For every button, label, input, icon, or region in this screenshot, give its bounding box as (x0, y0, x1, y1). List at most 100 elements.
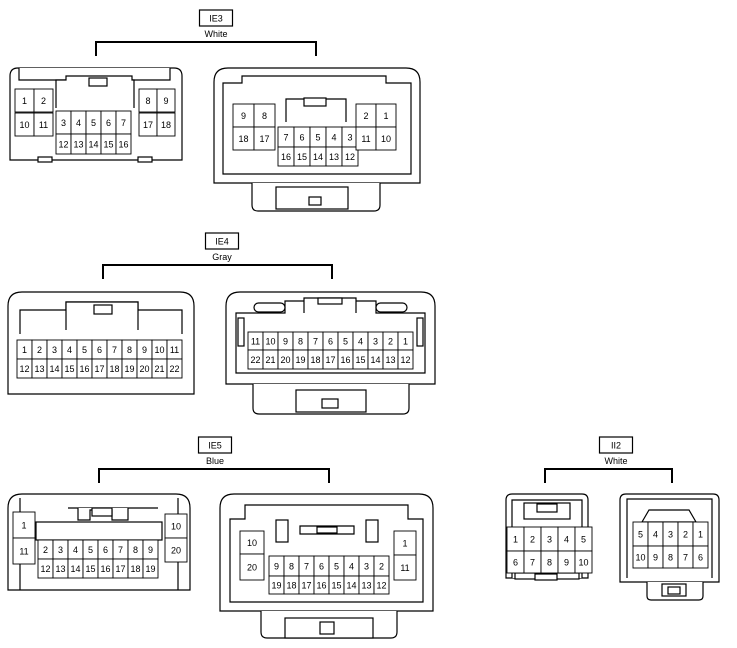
pin-number: 2 (41, 96, 46, 106)
pin-number: 15 (331, 580, 341, 590)
pin-number: 13 (385, 355, 395, 365)
pin-number: 16 (118, 139, 128, 149)
pin-cell: 1 (375, 103, 397, 128)
pin-cell: 18 (156, 112, 176, 137)
pin-cell: 8 (127, 539, 144, 560)
pin-cell: 15 (82, 558, 99, 579)
pin-cell: 10 (375, 126, 397, 151)
connector-id: IE3 (209, 14, 223, 24)
pin-cell: 15 (61, 358, 78, 379)
pin-number: 6 (106, 118, 111, 128)
pin-cell: 19 (121, 358, 138, 379)
pin-cell: 18 (232, 126, 255, 151)
connector-id-box (598, 436, 634, 454)
connector-bracket (544, 468, 673, 483)
pin-number: 14 (49, 364, 59, 374)
pin-number: 2 (530, 534, 535, 544)
pin-number: 1 (22, 96, 27, 106)
pin-number: 3 (547, 534, 552, 544)
pin-number: 1 (383, 111, 388, 121)
pin-number: 5 (581, 534, 586, 544)
pin-box (341, 146, 359, 167)
pin-cell: 11 (393, 554, 417, 581)
pin-number: 22 (250, 355, 260, 365)
pin-number: 11 (170, 345, 179, 355)
pin-number: 4 (67, 345, 72, 355)
pin-box (393, 554, 417, 581)
pin-box (33, 88, 54, 113)
pin-cell: 3 (662, 521, 679, 547)
pin-number: 6 (513, 557, 518, 567)
pin-cell: 7 (298, 555, 315, 577)
pin-number: 4 (349, 561, 354, 571)
pin-cell: 3 (55, 110, 72, 135)
pin-cell: 9 (156, 88, 176, 113)
pin-number: 6 (319, 561, 324, 571)
pin-cell: 3 (52, 539, 69, 560)
pin-number: 17 (143, 120, 153, 130)
connector-brackets (95, 41, 673, 483)
pin-number: 15 (103, 139, 113, 149)
pin-number: 9 (283, 336, 288, 346)
pin-cell: 6 (322, 331, 339, 351)
pin-number: 4 (564, 534, 569, 544)
connector-color: White (204, 29, 227, 39)
pin-cell: 7 (106, 339, 123, 360)
pin-box (156, 112, 176, 137)
pin-cell: 22 (166, 358, 183, 379)
pin-cell: 18 (106, 358, 123, 379)
latch-clip (534, 573, 558, 581)
pin-number: 17 (325, 355, 335, 365)
pin-cell: 16 (277, 146, 295, 167)
pin-number: 9 (653, 552, 658, 562)
pin-cell: 17 (253, 126, 276, 151)
pin-number: 6 (328, 336, 333, 346)
pin-number: 19 (271, 580, 281, 590)
pin-cell: 15 (352, 349, 369, 370)
pin-number: 16 (281, 152, 291, 162)
pin-number: 7 (683, 552, 688, 562)
pin-number: 18 (130, 564, 140, 574)
pin-number: 21 (154, 364, 164, 374)
pin-number: 14 (346, 580, 356, 590)
pin-box (253, 126, 276, 151)
pin-number: 16 (340, 355, 350, 365)
pin-cell: 2 (382, 331, 399, 351)
pin-cell: 16 (337, 349, 354, 370)
pin-cell: 14 (309, 146, 327, 167)
pin-cell: 12 (16, 358, 33, 379)
pin-number: 5 (88, 545, 93, 555)
pin-box (142, 558, 159, 579)
pin-cell: 4 (352, 331, 369, 351)
pin-box (33, 112, 54, 137)
pin-cell: 13 (70, 133, 87, 155)
pin-cell: 7 (112, 539, 129, 560)
pin-cell: 13 (31, 358, 48, 379)
pin-cell: 8 (540, 550, 559, 574)
pin-number: 5 (82, 345, 87, 355)
connector-id: IE4 (215, 237, 229, 247)
pin-number: 2 (43, 545, 48, 555)
pin-number: 11 (361, 134, 370, 144)
pin-number: 16 (316, 580, 326, 590)
pin-number: 7 (121, 118, 126, 128)
pin-cell: 18 (127, 558, 144, 579)
connector-bracket (102, 264, 333, 279)
pin-number: 9 (274, 561, 279, 571)
pin-cell: 4 (67, 539, 84, 560)
pin-number: 5 (638, 529, 643, 539)
pin-number: 21 (265, 355, 275, 365)
pin-number: 20 (171, 545, 181, 555)
pin-cell: 18 (307, 349, 324, 370)
pin-number: 13 (329, 152, 339, 162)
pin-number: 7 (304, 561, 309, 571)
pin-cell: 6 (97, 539, 114, 560)
pin-cell: 2 (373, 555, 390, 577)
latch-tab (37, 156, 53, 163)
pin-cell: 1 (16, 339, 33, 360)
pin-cell: 7 (307, 331, 324, 351)
pin-cell: 10 (632, 545, 649, 569)
pin-cell: 12 (341, 146, 359, 167)
pin-number: 16 (100, 564, 110, 574)
